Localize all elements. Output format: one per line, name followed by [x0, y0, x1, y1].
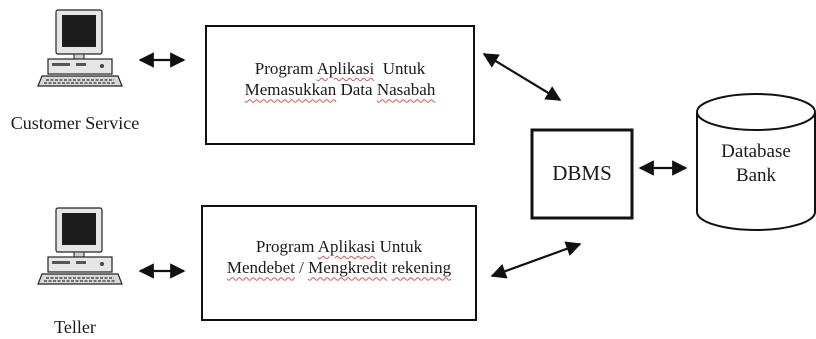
word: Program: [255, 237, 315, 256]
computer-icon-teller: [37, 207, 123, 285]
word: Untuk: [382, 59, 426, 78]
word-misspelled: rekening: [391, 258, 452, 278]
actor-label-teller: Teller: [54, 317, 96, 337]
word: /: [299, 258, 304, 278]
dbms-box: [530, 128, 634, 220]
dbms-label: DBMS: [552, 161, 612, 185]
database-label-line2: Bank: [735, 164, 777, 186]
word: Untuk: [379, 237, 423, 256]
word-misspelled: Mendebet: [226, 258, 295, 278]
program-box-1-line2: Memasukkan Data Nasabah: [206, 79, 474, 100]
word: Program: [254, 59, 314, 78]
database-label-line1: Database: [721, 141, 791, 162]
word-misspelled: Aplikasi: [316, 59, 375, 78]
word-misspelled: Memasukkan: [244, 80, 337, 100]
word-misspelled: Nasabah: [376, 80, 436, 100]
actor-label-customer-service: Customer Service: [10, 113, 140, 133]
word-misspelled: Mengkredit: [308, 258, 388, 278]
computer-icon-customer-service: [37, 9, 123, 87]
program-box-2: [201, 205, 477, 321]
program-box-2-text: Program Aplikasi Untuk Mendebet / Mengkr…: [202, 236, 476, 279]
database-cylinder-icon: [696, 93, 816, 231]
program-box-2-line2: Mendebet / Mengkredit rekening: [202, 257, 476, 278]
word: Data: [340, 80, 373, 100]
word-misspelled: Aplikasi: [317, 237, 376, 256]
database-label: Database Bank: [697, 140, 815, 188]
arrow-program1-to-dbms: [482, 53, 562, 101]
arrow-program2-to-dbms: [490, 241, 582, 279]
program-box-1: [205, 25, 475, 145]
program-box-2-line1: Program Aplikasi Untuk: [202, 236, 476, 257]
program-box-1-text: Program Aplikasi Untuk Memasukkan Data N…: [206, 58, 474, 101]
program-box-1-line1: Program Aplikasi Untuk: [206, 58, 474, 79]
